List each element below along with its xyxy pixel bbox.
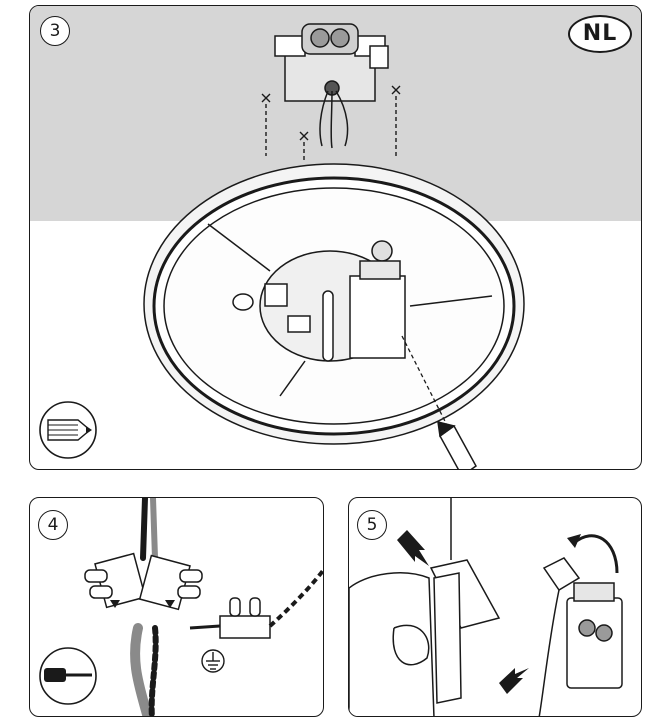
ceiling-wires [319, 90, 349, 149]
step-4-panel: 4 [29, 497, 324, 717]
terminal-box [538, 557, 623, 716]
screwdriver-icon [39, 647, 97, 705]
step-number: 3 [40, 16, 70, 46]
ground-symbol-icon [201, 649, 225, 673]
mains-cable [130, 498, 159, 716]
insert-arrows [110, 600, 175, 608]
drill-marks [261, 85, 401, 161]
ceiling-mounting-illustration [30, 6, 641, 469]
hand-holding-box [349, 559, 501, 716]
step-5-panel: 5 [348, 497, 642, 717]
rotate-arrow-head [567, 534, 581, 548]
lamp-housing [143, 163, 525, 445]
pencil-icon [39, 401, 97, 459]
marking-pencil [437, 421, 477, 469]
step-number: 5 [357, 510, 387, 540]
step-number: 4 [38, 510, 68, 540]
ground-terminal [189, 567, 323, 639]
rotate-arrow [573, 534, 619, 574]
cover-illustration [349, 498, 623, 716]
ceiling-junction-box [274, 23, 389, 102]
step-3-panel: 3 NL [29, 5, 642, 470]
wago-connectors [84, 552, 203, 611]
language-badge: NL [568, 15, 632, 53]
push-arrows [397, 530, 529, 694]
wiring-illustration [39, 498, 323, 716]
